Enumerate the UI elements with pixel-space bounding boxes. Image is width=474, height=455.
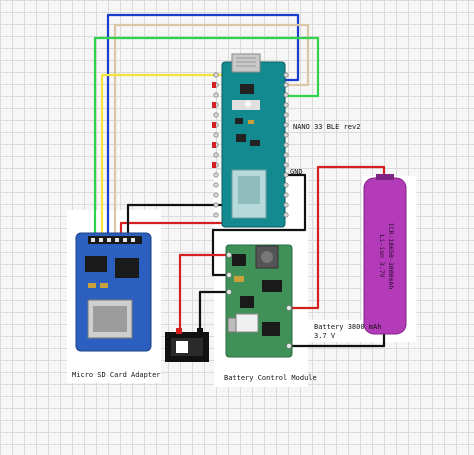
nano-pin-markers <box>212 82 216 168</box>
rocker-switch-icon <box>165 328 209 362</box>
battery-control-module <box>225 244 293 358</box>
wire-blue <box>106 13 300 240</box>
battery-label-line2: 3.7 V <box>314 332 336 340</box>
wires <box>93 13 386 348</box>
wire-red-switch <box>178 253 226 332</box>
wire-black-switch <box>198 290 226 332</box>
wire-green <box>93 36 320 240</box>
battery-module-label: Battery Control Module <box>224 374 317 382</box>
wire-beige <box>113 23 310 240</box>
wire-black-sd <box>126 203 222 240</box>
sd-adapter-label: Micro SD Card Adapter <box>72 371 161 379</box>
wire-black-gnd <box>211 173 307 277</box>
micro-sd-adapter <box>75 232 152 352</box>
nano-board-label: NANO 33 BLE rev2 <box>293 123 361 131</box>
wire-black-battery <box>292 332 386 348</box>
nano-33-ble-board <box>212 53 289 228</box>
wire-yellow <box>100 73 222 240</box>
gnd-label: GND <box>290 168 303 176</box>
battery-18650: ICR-18650-3800mAh Li-ion 3.7V <box>363 174 407 335</box>
wire-red-battery <box>292 165 386 310</box>
battery-print-text-2: Li-ion 3.7V <box>378 234 386 277</box>
usb-connector-icon <box>231 53 261 73</box>
nano-pins-right <box>283 72 289 218</box>
battery-label-line1: Battery 3800 mAh <box>314 323 382 331</box>
battery-print-text: ICR-18650-3800mAh <box>387 223 395 290</box>
battery-label-panel <box>287 320 385 342</box>
